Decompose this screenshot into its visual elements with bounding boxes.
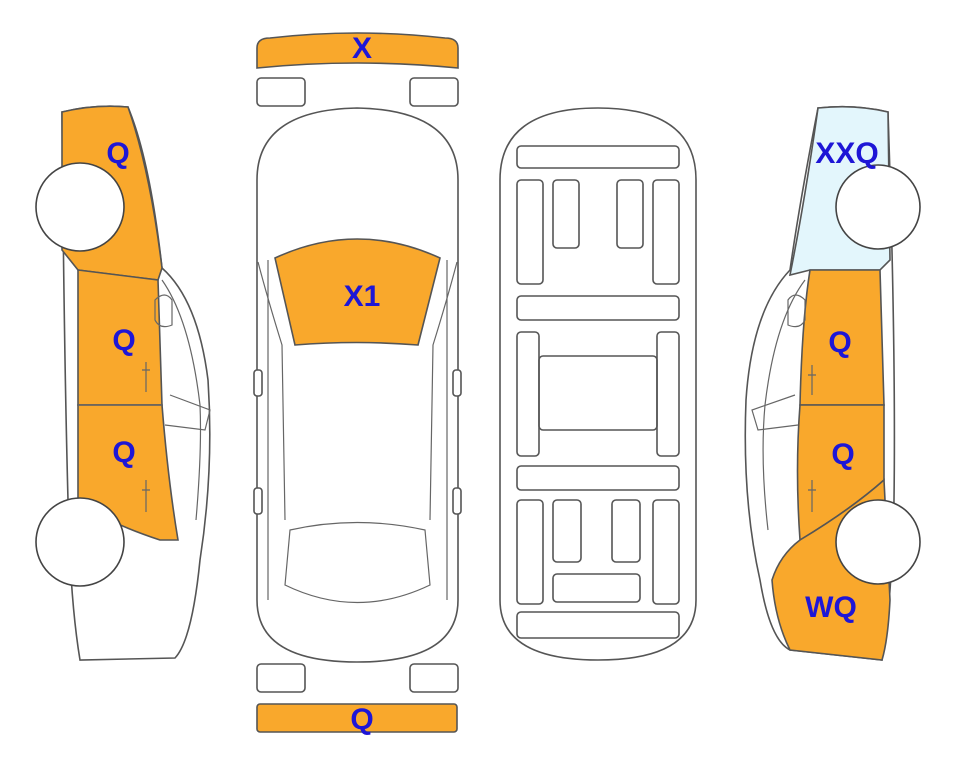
underbody-mid-crossmember xyxy=(516,295,680,321)
label-right-rear-door: Q xyxy=(828,326,851,359)
underbody-outline xyxy=(499,107,697,661)
label-right-rear-quarter: XXQ xyxy=(815,137,878,170)
right-handle-front xyxy=(808,480,816,512)
left-taillight xyxy=(256,663,306,693)
underbody-rear-center xyxy=(552,573,641,603)
right-taillight xyxy=(409,663,459,693)
top-a-pillar-right xyxy=(429,261,458,521)
underbody-rear-rail-right xyxy=(652,499,680,605)
underbody-rear-bumper-beam xyxy=(516,611,680,639)
right-rear-handle-top xyxy=(452,487,462,515)
underbody-front-rail-right xyxy=(652,179,680,285)
label-right-front-fender: WQ xyxy=(805,591,857,624)
label-right-front-door: Q xyxy=(831,438,854,471)
left-side-view: Q Q Q xyxy=(35,105,211,661)
underbody-rear-block-left xyxy=(552,499,582,563)
right-mirror-top xyxy=(452,369,462,397)
underbody-front-block-right xyxy=(616,179,644,249)
left-roof-line xyxy=(164,394,211,431)
top-view: X X1 Q xyxy=(253,32,462,736)
underbody-front-block-left xyxy=(552,179,580,249)
right-headlight xyxy=(409,77,459,107)
left-rear-handle-top xyxy=(253,487,263,515)
right-handle-rear xyxy=(808,365,816,395)
left-front-wheel xyxy=(35,162,125,252)
underbody-view xyxy=(499,107,697,661)
top-a-pillar-left xyxy=(257,261,286,521)
left-headlight xyxy=(256,77,306,107)
underbody-rear-rail-left xyxy=(516,499,544,605)
label-windshield: X1 xyxy=(344,280,381,313)
windshield-panel xyxy=(274,238,441,346)
label-front-bumper: X xyxy=(352,32,372,65)
underbody-center-panel xyxy=(538,355,658,431)
label-left-rear-door: Q xyxy=(112,436,135,469)
label-rear-bumper: Q xyxy=(350,703,373,736)
underbody-rear-crossmember xyxy=(516,465,680,491)
right-mirror xyxy=(787,294,806,328)
left-handle-rear xyxy=(142,480,150,512)
top-rear-window xyxy=(284,521,431,603)
right-front-wheel xyxy=(835,499,921,585)
underbody-front-rail-left xyxy=(516,179,544,285)
right-roof-line xyxy=(751,394,799,431)
label-left-front-fender: Q xyxy=(106,137,129,170)
underbody-front-crossmember xyxy=(516,145,680,169)
rear-bumper-panel xyxy=(256,703,458,733)
label-left-front-door: Q xyxy=(112,324,135,357)
right-side-view: XXQ Q Q WQ xyxy=(744,105,921,661)
underbody-rear-block-right xyxy=(611,499,641,563)
left-mirror-top xyxy=(253,369,263,397)
left-mirror xyxy=(154,294,173,328)
right-rear-wheel xyxy=(835,164,921,250)
left-rear-wheel xyxy=(35,497,125,587)
left-window-line xyxy=(161,279,202,521)
front-bumper-panel xyxy=(256,32,459,69)
left-handle-front xyxy=(142,362,150,392)
top-body-outline xyxy=(256,107,459,663)
